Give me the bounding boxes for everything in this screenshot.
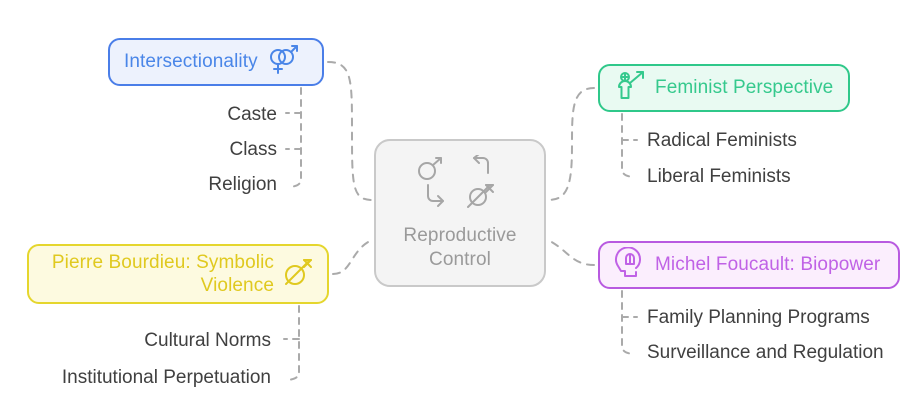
venus-slash-icon bbox=[283, 256, 313, 293]
leaf-label-family-planning-programs[interactable]: Family Planning Programs bbox=[647, 307, 870, 328]
venus-slash-icon bbox=[467, 183, 494, 208]
branch-label-intersectionality: Intersectionality bbox=[124, 50, 258, 72]
spine-intersectionality bbox=[289, 87, 302, 188]
intergender-symbol-icon bbox=[267, 44, 299, 81]
center-node-label: Reproductive Control bbox=[403, 224, 517, 270]
branch-node-bourdieu[interactable]: Pierre Bourdieu: Symbolic Violence bbox=[27, 244, 329, 304]
leaf-label-cultural-norms[interactable]: Cultural Norms bbox=[144, 330, 271, 351]
spine-feminist bbox=[621, 113, 634, 178]
branch-node-intersectionality[interactable]: Intersectionality bbox=[108, 38, 324, 86]
center-node-icons bbox=[412, 152, 508, 216]
person-rising-arrow-icon bbox=[614, 70, 646, 107]
leaf-label-religion[interactable]: Religion bbox=[208, 174, 277, 195]
leaf-label-liberal-feminists[interactable]: Liberal Feminists bbox=[647, 166, 791, 187]
branch-label-foucault: Michel Foucault: Biopower bbox=[655, 253, 881, 275]
branch-node-foucault[interactable]: Michel Foucault: Biopower bbox=[598, 241, 900, 289]
arrow-turn-right-icon bbox=[427, 183, 444, 207]
spine-bourdieu bbox=[287, 305, 300, 381]
edge-center-feminist bbox=[547, 87, 595, 201]
center-node-reproductive-control[interactable]: Reproductive Control bbox=[374, 139, 546, 287]
head-brain-icon bbox=[614, 245, 646, 284]
mars-stroke-icon bbox=[418, 156, 442, 180]
spine-foucault bbox=[621, 290, 634, 355]
leaf-label-class[interactable]: Class bbox=[229, 139, 277, 160]
edge-center-bourdieu bbox=[332, 239, 373, 275]
leaf-label-radical-feminists[interactable]: Radical Feminists bbox=[647, 130, 797, 151]
leaf-label-surveillance-and-regulation[interactable]: Surveillance and Regulation bbox=[647, 342, 884, 363]
leaf-label-caste[interactable]: Caste bbox=[227, 104, 277, 125]
edge-center-foucault bbox=[547, 239, 595, 266]
arrow-turn-left-icon bbox=[473, 152, 489, 174]
leaf-label-institutional-perpetuation[interactable]: Institutional Perpetuation bbox=[61, 367, 271, 388]
branch-label-feminist: Feminist Perspective bbox=[655, 76, 834, 98]
edge-center-intersectionality bbox=[327, 61, 373, 201]
branch-node-feminist[interactable]: Feminist Perspective bbox=[598, 64, 850, 112]
branch-label-bourdieu: Pierre Bourdieu: Symbolic Violence bbox=[51, 251, 274, 296]
